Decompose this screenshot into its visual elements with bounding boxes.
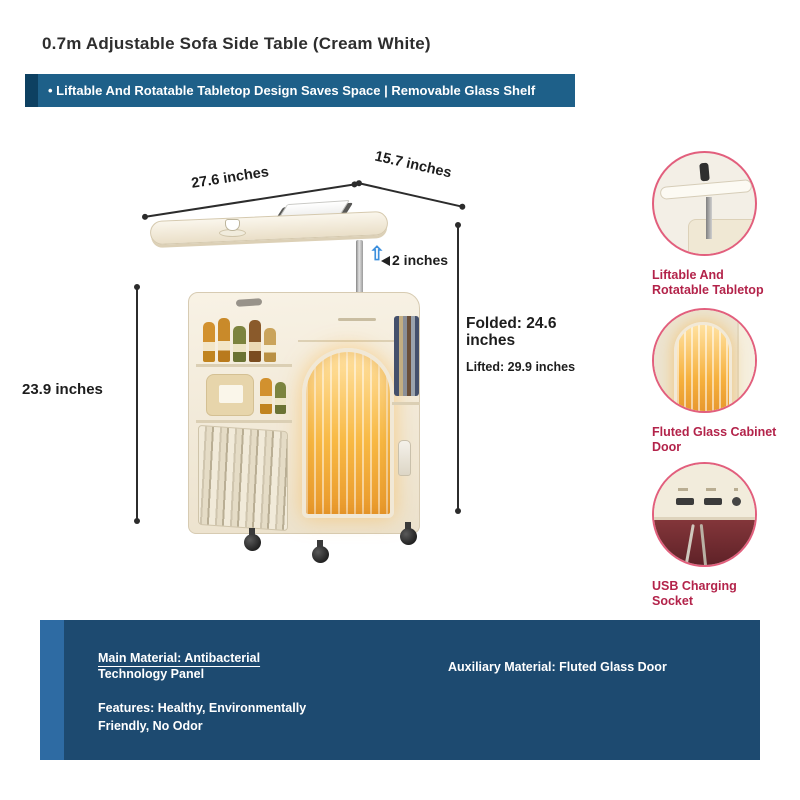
photo-clamp-shape bbox=[699, 162, 710, 182]
features-text: Features: Healthy, Environmentally Frien… bbox=[98, 701, 307, 733]
photo-socket-panel bbox=[654, 464, 755, 520]
shelf-board bbox=[196, 420, 292, 423]
drawer-divider bbox=[298, 340, 416, 342]
bottle bbox=[264, 328, 276, 362]
folded-height-label: Folded: 24.6 inches bbox=[466, 315, 557, 350]
bottle bbox=[260, 378, 272, 414]
photo-arch-glass-shape bbox=[674, 322, 732, 411]
bread-bag bbox=[206, 374, 254, 416]
feature-usb-charging-socket: USB Charging Socket bbox=[652, 462, 784, 609]
feature-banner: • Liftable And Rotatable Tabletop Design… bbox=[25, 74, 575, 107]
banner-accent bbox=[25, 74, 38, 107]
main-material-text: Main Material: Antibacterial Technology … bbox=[98, 650, 260, 683]
rotatable-tabletop bbox=[149, 210, 389, 246]
usb-socket-photo bbox=[652, 462, 757, 567]
photo-panel-markings bbox=[678, 488, 738, 491]
bottle bbox=[203, 322, 215, 362]
auxiliary-material-text: Auxiliary Material: Fluted Glass Door bbox=[448, 660, 667, 674]
fluted-glass-arch-door bbox=[302, 348, 394, 518]
shelf-board bbox=[392, 402, 420, 405]
feature-fluted-glass-door: Fluted Glass Cabinet Door bbox=[652, 308, 784, 455]
photo-cabinet-shape bbox=[688, 219, 755, 254]
usb-slot-shape bbox=[704, 498, 722, 505]
coffee-cup bbox=[225, 219, 240, 231]
bottle bbox=[249, 320, 261, 362]
width-dimension-label: 27.6 inches bbox=[190, 164, 270, 192]
magazines-stack bbox=[198, 424, 288, 532]
lifted-height-label: Lifted: 29.9 inches bbox=[466, 360, 576, 374]
usb-slot-shape bbox=[676, 498, 694, 505]
shelf-board bbox=[196, 364, 292, 367]
feature-label: Liftable And Rotatable Tabletop bbox=[652, 268, 764, 297]
specs-panel: Main Material: Antibacterial Technology … bbox=[40, 620, 760, 760]
feature-liftable-tabletop: Liftable And Rotatable Tabletop bbox=[652, 151, 784, 298]
round-port-shape bbox=[732, 497, 741, 506]
main-material-line1: Main Material: Antibacterial bbox=[98, 651, 261, 665]
left-height-dimension-line bbox=[134, 284, 140, 524]
gap-pointer-icon bbox=[381, 256, 390, 266]
photo-shelf-edge bbox=[737, 310, 755, 411]
bottle bbox=[233, 326, 246, 362]
lift-pole bbox=[356, 240, 363, 304]
lift-gap-label: 2 inches bbox=[392, 252, 449, 268]
right-height-dimension-line bbox=[455, 222, 461, 514]
specs-accent-bar bbox=[40, 620, 64, 760]
lift-up-arrow-icon: ⇧ bbox=[369, 244, 385, 265]
depth-dimension-label: 15.7 inches bbox=[373, 148, 453, 182]
bottle bbox=[218, 318, 230, 362]
side-bottle bbox=[398, 440, 411, 476]
main-material-line2: Technology Panel bbox=[98, 667, 205, 682]
caster-wheel bbox=[312, 540, 329, 563]
fluted-glass-photo bbox=[652, 308, 757, 413]
bottle bbox=[275, 382, 286, 414]
books-row bbox=[394, 316, 419, 396]
caster-wheel bbox=[400, 522, 417, 545]
liftable-tabletop-photo bbox=[652, 151, 757, 256]
drawer-handle bbox=[338, 318, 376, 321]
depth-dimension-line bbox=[357, 182, 464, 208]
feature-label: Fluted Glass Cabinet Door bbox=[652, 425, 777, 454]
banner-text: • Liftable And Rotatable Tabletop Design… bbox=[48, 83, 536, 98]
caster-wheel bbox=[244, 528, 261, 551]
feature-label: USB Charging Socket bbox=[652, 579, 737, 608]
photo-pole-shape bbox=[706, 197, 712, 239]
height-dimension-label: 23.9 inches bbox=[22, 381, 103, 398]
page-title: 0.7m Adjustable Sofa Side Table (Cream W… bbox=[42, 34, 431, 53]
